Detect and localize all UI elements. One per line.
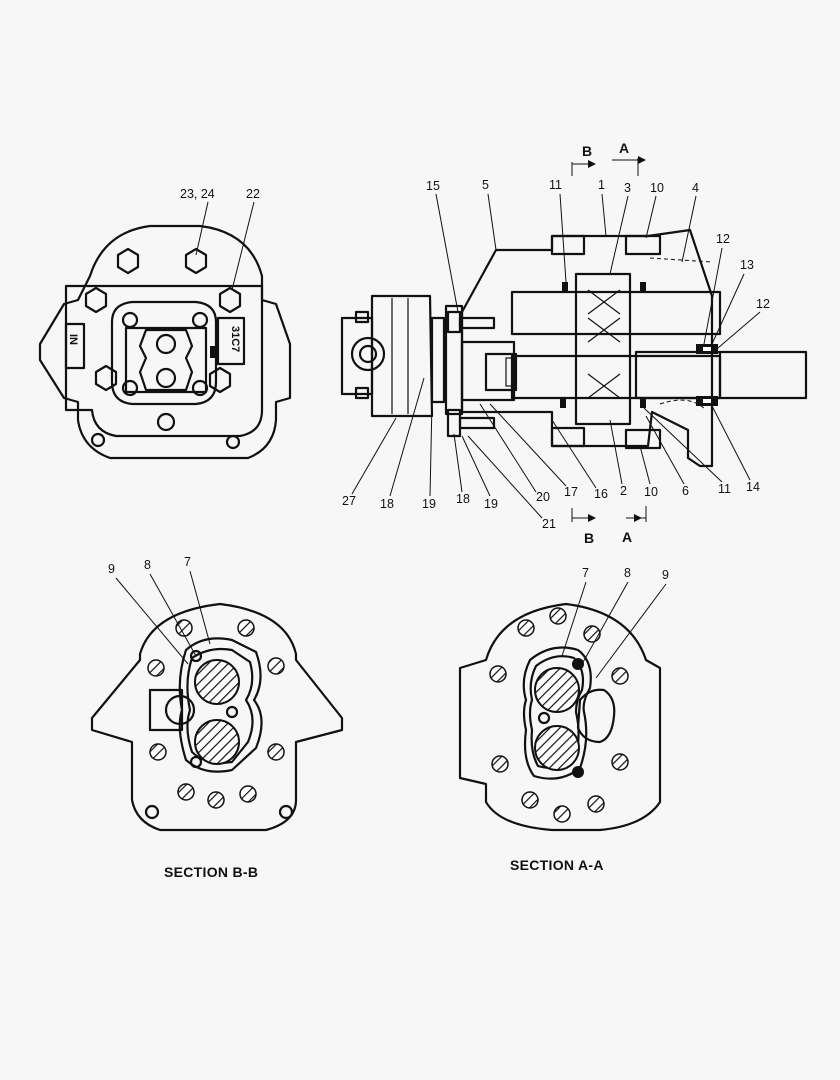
callout-label: 8 <box>624 566 631 580</box>
callout-label: 17 <box>564 485 578 499</box>
callout-label: 11 <box>549 178 562 192</box>
callout-label: 12 <box>756 297 770 311</box>
port-stamp: IN <box>67 334 79 345</box>
section-marker-top: B A <box>571 140 646 176</box>
callout-label: 7 <box>184 555 191 569</box>
end-view: 31C7 IN <box>38 224 292 460</box>
end-view-callouts: 23, 24 22 <box>180 187 260 291</box>
callout-label: 15 <box>426 179 440 193</box>
callout-label: 9 <box>108 562 115 576</box>
callout-label: 1 <box>598 178 605 192</box>
callout-label: 5 <box>482 178 489 192</box>
callout-label: 8 <box>144 558 151 572</box>
side-top-callouts: 15 5 11 1 3 10 4 12 13 12 <box>426 178 770 349</box>
callout-label: 6 <box>682 484 689 498</box>
side-bottom-callouts: 27 18 19 18 19 20 21 17 16 2 10 6 11 <box>342 377 760 531</box>
callout-label: 22 <box>246 187 260 201</box>
section-a-a: 7 8 9 SECTION A-A <box>458 566 669 873</box>
plate-stamp: 31C7 <box>229 326 241 352</box>
callout-label: 14 <box>746 480 760 494</box>
section-marker-label: B <box>584 530 594 546</box>
callout-label: 19 <box>484 497 498 511</box>
section-a-title: SECTION A-A <box>510 857 604 873</box>
callout-label: 27 <box>342 494 356 508</box>
section-marker-label: A <box>619 140 629 156</box>
section-b-bolt-holes <box>147 619 285 809</box>
bolt-hex-24 <box>184 247 208 275</box>
section-marker-bottom: B A <box>571 506 647 546</box>
section-b-b: 9 8 7 SECTION B-B <box>90 555 344 880</box>
callout-label: 10 <box>644 485 658 499</box>
callout-label: 10 <box>650 181 664 195</box>
section-marker-label: A <box>622 529 632 545</box>
callout-label: 12 <box>716 232 730 246</box>
callout-label: 18 <box>456 492 470 506</box>
callout-label: 16 <box>594 487 608 501</box>
bolt-hex-23 <box>116 247 140 275</box>
callout-label: 21 <box>542 517 556 531</box>
side-view: B A B A 15 5 11 1 3 10 <box>340 140 808 546</box>
callout-label: 13 <box>740 258 754 272</box>
callout-label: 23, 24 <box>180 187 215 201</box>
callout-label: 18 <box>380 497 394 511</box>
callout-label: 9 <box>662 568 669 582</box>
bolt-hex-22 <box>218 286 242 314</box>
section-marker-label: B <box>582 143 592 159</box>
callout-label: 19 <box>422 497 436 511</box>
callout-label: 11 <box>718 482 731 496</box>
section-a-bolt-holes <box>489 607 629 823</box>
callout-label: 20 <box>536 490 550 504</box>
callout-label: 7 <box>582 566 589 580</box>
callout-label: 4 <box>692 181 699 195</box>
callout-label: 3 <box>624 181 631 195</box>
section-b-title: SECTION B-B <box>164 864 258 880</box>
callout-label: 2 <box>620 484 627 498</box>
